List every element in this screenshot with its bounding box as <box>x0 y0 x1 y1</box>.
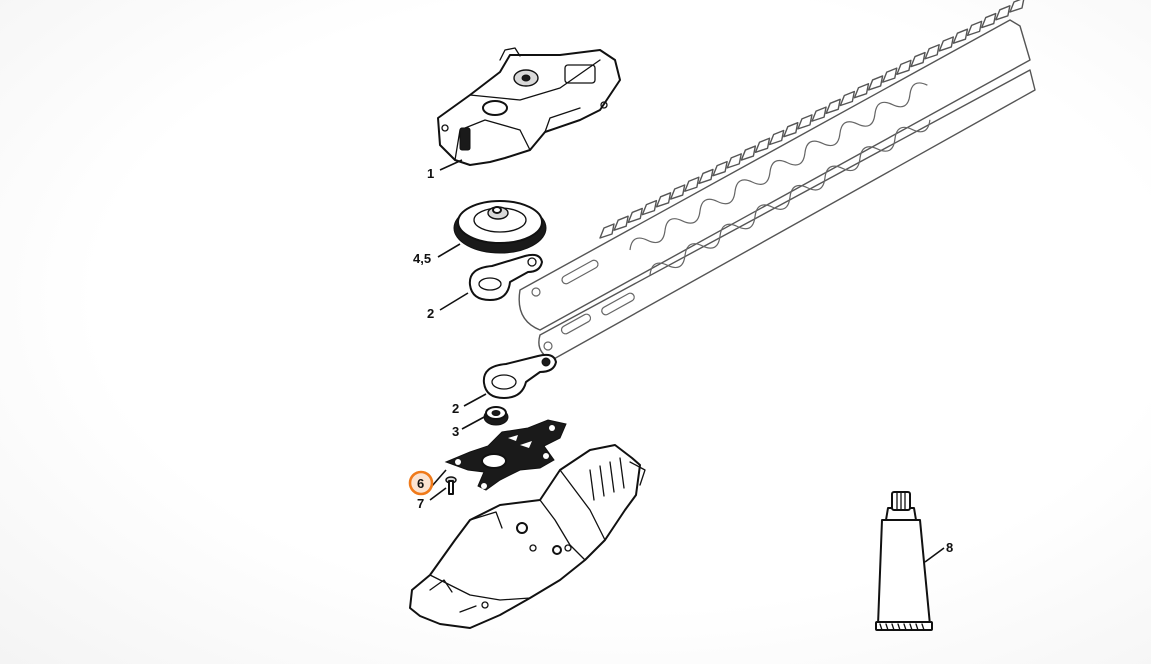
selected-part-highlight[interactable] <box>408 470 434 496</box>
callout-6[interactable]: 6 <box>417 476 424 491</box>
blade-tooth <box>867 75 884 91</box>
connecting-rod-lower[interactable] <box>482 353 557 399</box>
blade-tooth <box>882 67 898 83</box>
blade-tooth <box>712 160 728 177</box>
gear-wheel[interactable] <box>453 200 547 254</box>
gear-housing[interactable] <box>437 47 621 166</box>
callout-2-upper[interactable]: 2 <box>427 306 434 321</box>
blade-tooth <box>726 153 742 169</box>
blade-tooth <box>783 121 799 138</box>
blade-tooth <box>599 223 615 239</box>
blade-tooth <box>1009 0 1025 13</box>
blade-tooth <box>740 145 757 161</box>
blade-teeth <box>599 0 1025 239</box>
screw[interactable] <box>445 476 457 495</box>
grease-tube[interactable] <box>875 491 933 631</box>
connecting-rod-upper[interactable] <box>468 253 543 301</box>
blade-tooth <box>995 5 1011 21</box>
blade-tooth <box>910 51 926 68</box>
blade-tooth <box>896 59 912 76</box>
callout-1[interactable]: 1 <box>427 166 434 181</box>
gear-housing-cover[interactable] <box>409 444 646 629</box>
blade-tooth <box>613 215 629 231</box>
leader-lines <box>429 159 945 563</box>
blade-tooth <box>952 28 969 44</box>
blade-tooth <box>853 83 870 99</box>
blade-tooth <box>981 12 997 29</box>
callout-8[interactable]: 8 <box>946 540 953 555</box>
blade-tooth <box>641 199 658 216</box>
blade-tooth <box>655 192 672 208</box>
blade-tooth <box>938 36 955 52</box>
blade-tooth <box>839 90 856 107</box>
needle-bearing[interactable] <box>483 406 509 426</box>
blade-tooth <box>754 137 771 153</box>
upper-blade <box>518 19 1031 331</box>
blade-tooth <box>924 44 940 60</box>
blade-wave-pattern <box>629 82 928 251</box>
bearing-plate[interactable] <box>444 419 567 491</box>
blade-tooth <box>825 98 841 115</box>
callout-7[interactable]: 7 <box>417 496 424 511</box>
blade-tooth <box>768 129 785 146</box>
callout-4-5[interactable]: 4,5 <box>413 251 431 266</box>
callout-2-lower[interactable]: 2 <box>452 401 459 416</box>
callout-3[interactable]: 3 <box>452 424 459 439</box>
blade-tooth <box>698 168 714 185</box>
cutter-blade-assembly[interactable] <box>518 0 1036 361</box>
lower-blade <box>538 69 1036 361</box>
blade-tooth <box>811 106 827 122</box>
blade-tooth <box>627 207 643 224</box>
blade-tooth <box>684 176 700 192</box>
blade-tooth <box>797 114 813 130</box>
blade-tooth <box>669 184 686 200</box>
blade-tooth <box>966 20 983 37</box>
